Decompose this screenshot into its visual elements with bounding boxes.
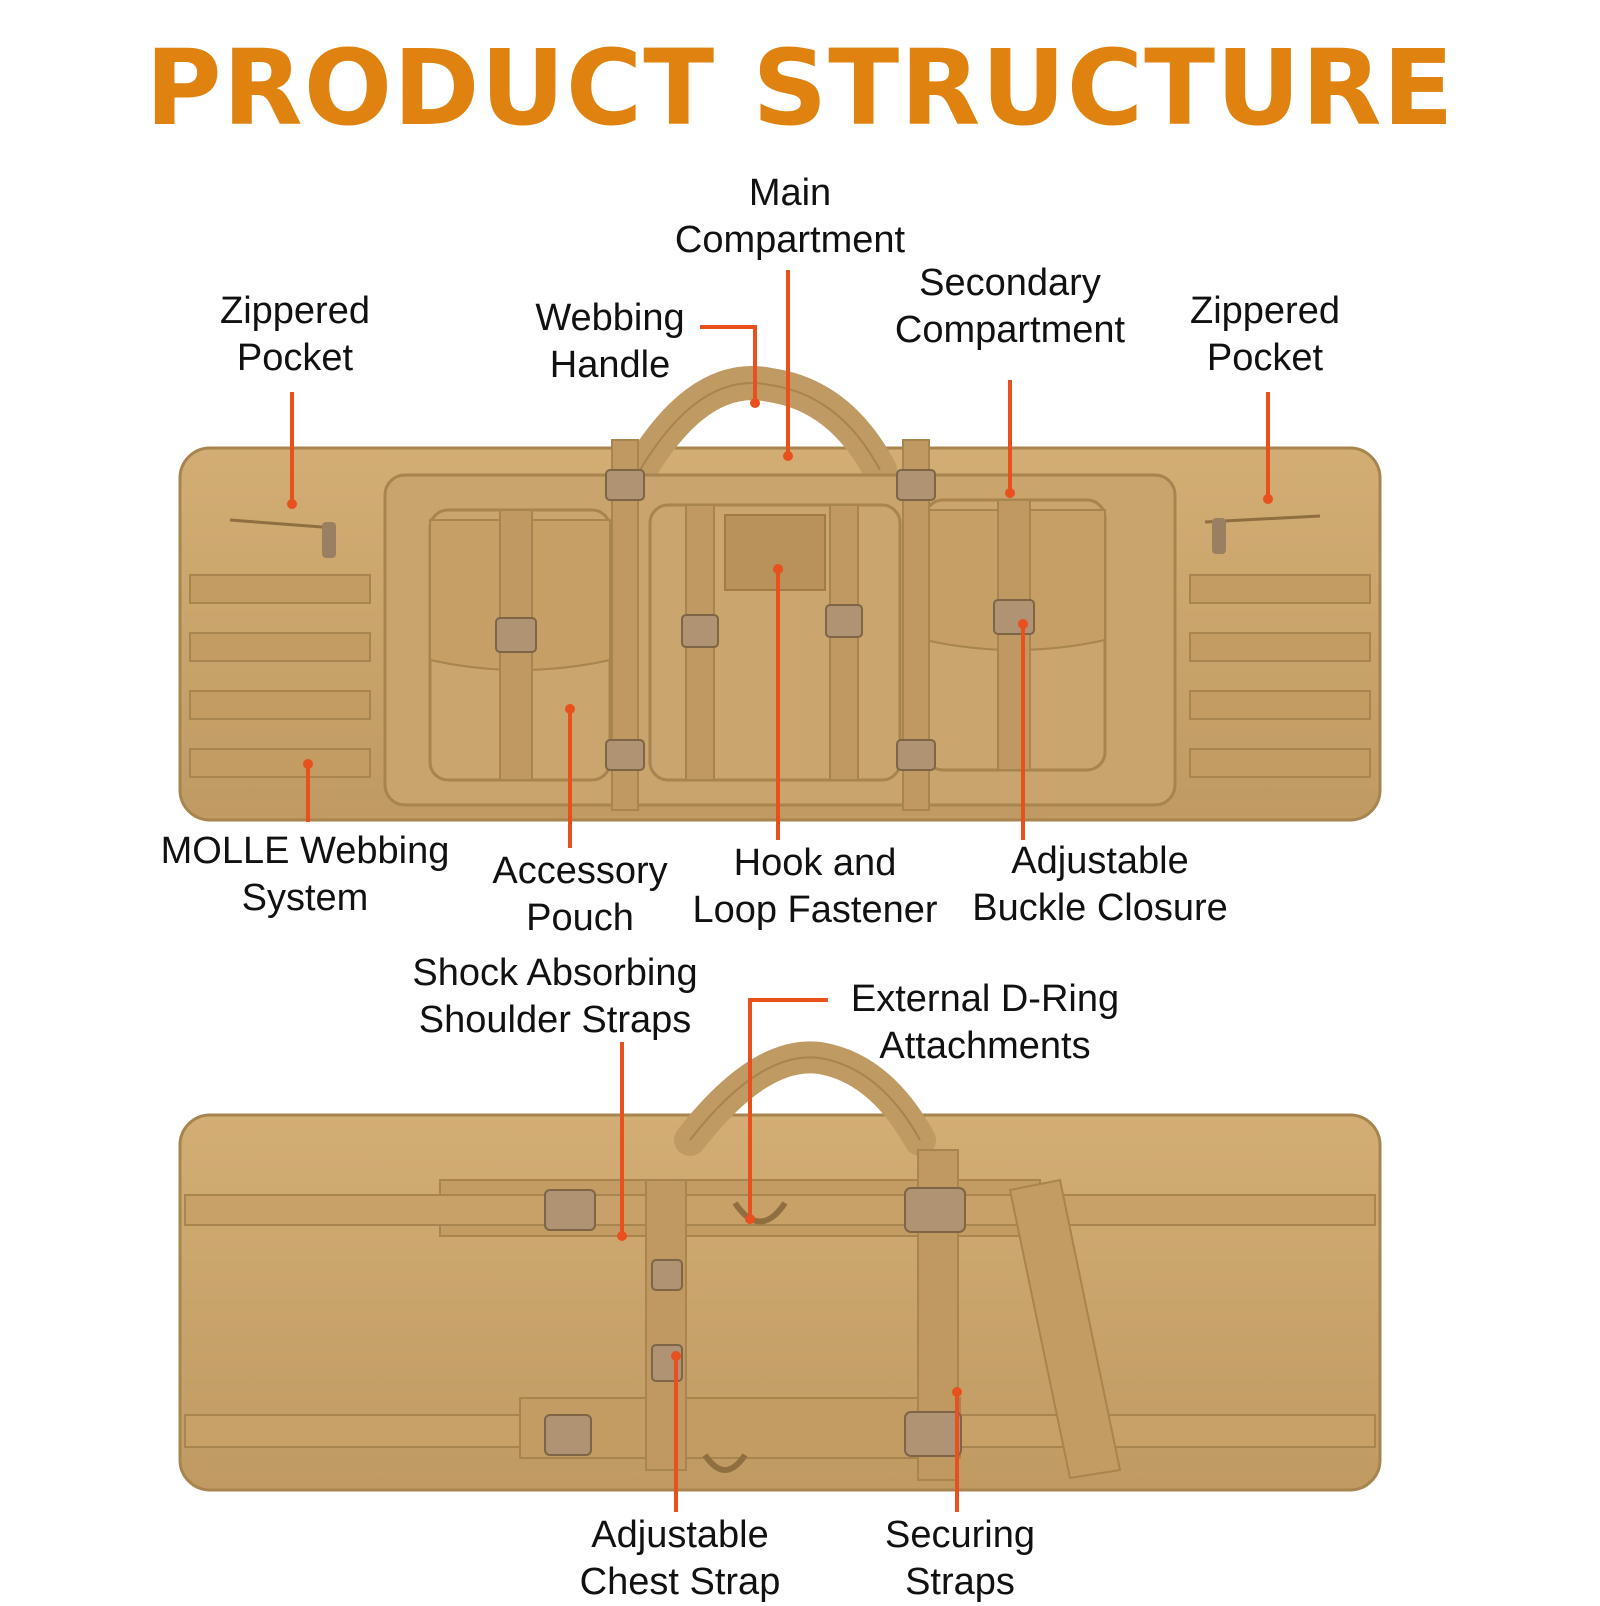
chest-strap (645, 1179, 687, 1471)
label-secondary-compartment: Secondary Compartment (894, 262, 1126, 351)
label-webbing-handle: Webbing Handle (535, 297, 685, 386)
accessory-pouch-left (428, 508, 612, 782)
callout-dots (287, 398, 1273, 1397)
zipper-pull-right (1212, 518, 1226, 554)
label-shock-absorbing: Shock Absorbing Shoulder Straps (412, 952, 698, 1041)
label-chest-strap: Adjustable Chest Strap (579, 1514, 781, 1603)
molle-webbing-right (1189, 574, 1371, 778)
label-securing-straps: Securing Straps (885, 1514, 1035, 1603)
label-zippered-pocket-right: Zippered Pocket (1190, 290, 1340, 379)
hook-loop-patch (724, 514, 826, 591)
accessory-pouch-center (648, 503, 902, 782)
strap-buckle (544, 1189, 596, 1231)
label-molle-webbing: MOLLE Webbing System (160, 830, 450, 919)
zipper-left (229, 518, 336, 530)
d-ring-top (732, 1201, 788, 1225)
callout-lines (290, 270, 1270, 1512)
label-zippered-pocket-left: Zippered Pocket (220, 290, 370, 379)
label-d-ring: External D-Ring Attachments (850, 978, 1120, 1067)
page-title: PRODUCT STRUCTURE (145, 27, 1455, 149)
molle-webbing-left (189, 574, 371, 778)
label-adjustable-buckle: Adjustable Buckle Closure (972, 840, 1228, 929)
back-bag (178, 1041, 1382, 1492)
label-accessory-pouch: Accessory Pouch (492, 850, 668, 939)
zipper-pull-left (322, 522, 336, 558)
label-main-compartment: Main Compartment (674, 172, 906, 261)
accessory-pouch-right (923, 498, 1107, 772)
d-ring-bottom (702, 1453, 748, 1473)
label-hook-loop: Hook and Loop Fastener (692, 842, 938, 931)
